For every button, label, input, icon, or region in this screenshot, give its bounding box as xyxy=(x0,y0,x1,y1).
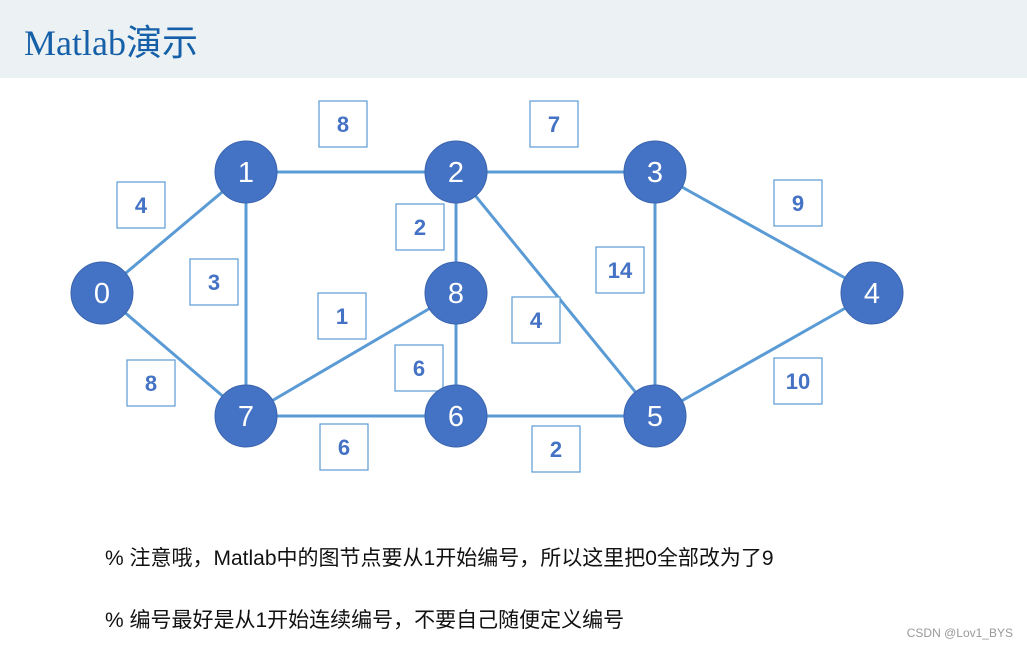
edge-7-8 xyxy=(245,291,457,418)
node-4 xyxy=(840,261,904,325)
weight-label: 10 xyxy=(786,369,810,394)
weight-box xyxy=(318,100,368,148)
weight-label: 6 xyxy=(338,435,350,460)
weight-box xyxy=(529,100,579,148)
node-label: 7 xyxy=(238,401,254,433)
weight-box xyxy=(595,246,645,294)
weight-label: 1 xyxy=(336,304,348,329)
edge-2-5 xyxy=(454,171,657,417)
node-0 xyxy=(70,261,134,325)
watermark: CSDN @Lov1_BYS xyxy=(906,626,1013,640)
weight-box xyxy=(773,357,823,405)
weight-box xyxy=(511,296,561,344)
node-7 xyxy=(214,384,278,448)
weight-box xyxy=(126,359,176,407)
node-label: 5 xyxy=(647,401,663,433)
weight-label: 2 xyxy=(550,437,562,462)
node-3 xyxy=(623,140,687,204)
weight-box xyxy=(116,181,166,229)
weight-label: 3 xyxy=(208,270,220,295)
edge-3-4 xyxy=(654,170,873,295)
weight-box xyxy=(394,344,444,392)
title-bar: Matlab演示 xyxy=(0,0,1027,78)
weight-box xyxy=(317,292,367,340)
weight-label: 7 xyxy=(548,112,560,137)
node-6 xyxy=(424,384,488,448)
weight-box xyxy=(319,423,369,471)
note-2: % 编号最好是从1开始连续编号，不要自己随便定义编号 xyxy=(105,609,625,632)
weight-box xyxy=(773,179,823,227)
weight-box xyxy=(531,425,581,473)
weight-label: 4 xyxy=(135,193,148,218)
weight-box xyxy=(189,258,239,306)
node-8 xyxy=(424,261,488,325)
node-label: 8 xyxy=(448,278,464,310)
node-label: 3 xyxy=(647,157,663,189)
weight-box xyxy=(395,203,445,251)
node-5 xyxy=(623,384,687,448)
weight-label: 6 xyxy=(413,356,425,381)
node-2 xyxy=(424,140,488,204)
weight-label: 2 xyxy=(414,215,426,240)
node-label: 0 xyxy=(94,278,110,310)
node-label: 2 xyxy=(448,157,464,189)
weight-label: 9 xyxy=(792,191,804,216)
edge-0-7 xyxy=(101,291,247,418)
weight-label: 4 xyxy=(530,308,543,333)
node-label: 1 xyxy=(238,157,254,189)
weight-label: 14 xyxy=(608,258,633,283)
node-label: 4 xyxy=(864,278,880,310)
node-1 xyxy=(214,140,278,204)
node-label: 6 xyxy=(448,401,464,433)
edge-5-4 xyxy=(654,291,873,418)
weight-label: 8 xyxy=(337,112,349,137)
slide-title: Matlab演示 xyxy=(24,23,198,63)
note-1: % 注意哦，Matlab中的图节点要从1开始编号，所以这里把0全部改为了9 xyxy=(105,547,774,570)
weight-label: 8 xyxy=(145,371,157,396)
